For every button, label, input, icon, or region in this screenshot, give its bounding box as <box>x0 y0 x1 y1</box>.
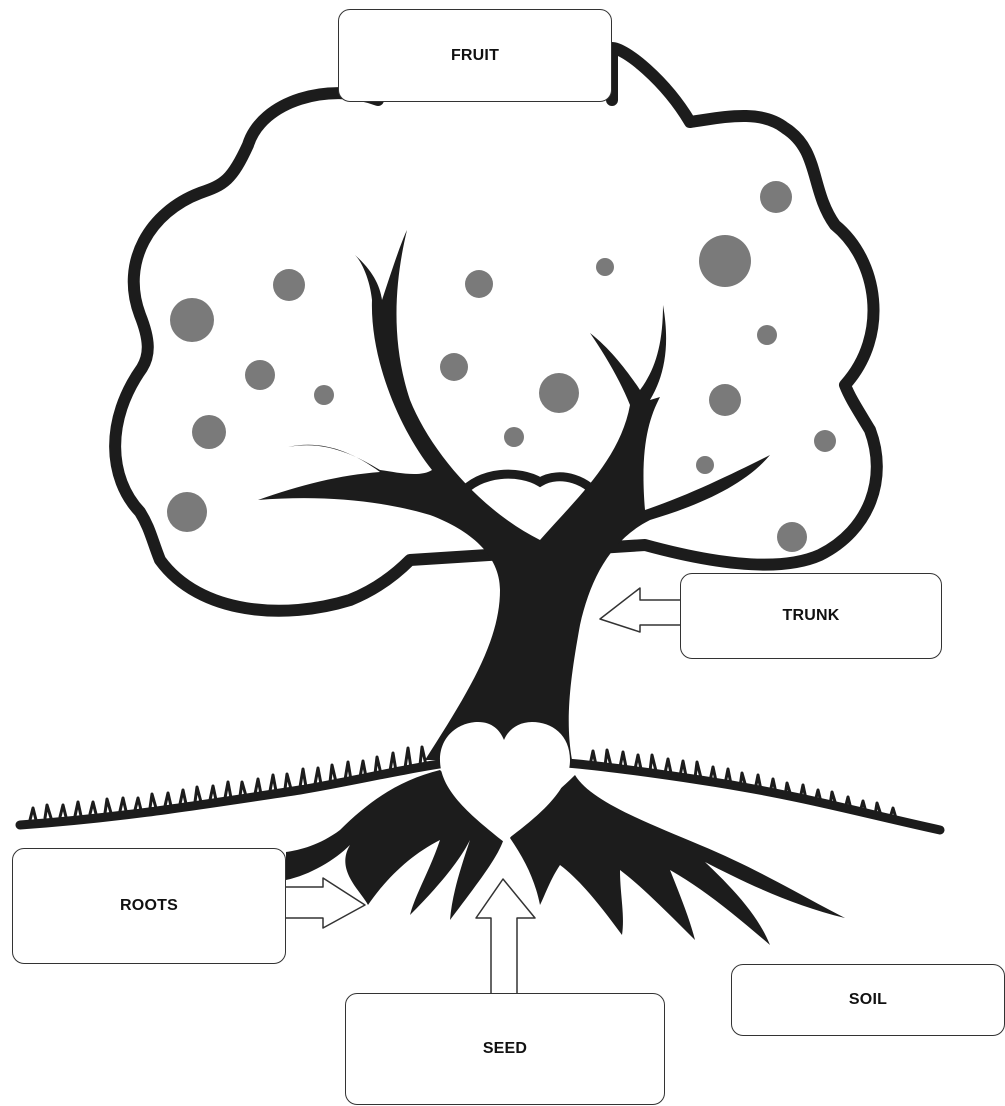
trunk-label: TRUNK <box>782 607 840 624</box>
fruit-dot <box>709 384 741 416</box>
tree-trunk <box>258 230 770 760</box>
heart-seed <box>440 722 570 842</box>
fruit-dot <box>167 492 207 532</box>
fruit-dot <box>596 258 614 276</box>
fruit-dots <box>167 181 836 552</box>
fruit-dot <box>699 235 751 287</box>
fruit-dot <box>314 385 334 405</box>
canopy-inner-hump <box>455 469 605 505</box>
soil-label-box: SOIL <box>731 964 1005 1036</box>
tree-canopy <box>109 42 883 617</box>
roots-label: ROOTS <box>120 897 178 914</box>
fruit-dot <box>170 298 214 342</box>
seed-arrow <box>475 878 536 993</box>
fruit-dot <box>760 181 792 213</box>
fruit-label: FRUIT <box>450 46 500 64</box>
trunk-arrow <box>599 587 680 633</box>
fruit-dot <box>504 427 524 447</box>
roots-right <box>510 775 845 945</box>
soil-label: SOIL <box>848 991 888 1008</box>
seed-label-box: SEED <box>345 993 665 1105</box>
trunk-label-box: TRUNK <box>680 573 942 659</box>
fruit-dot <box>757 325 777 345</box>
fruit-dot <box>440 353 468 381</box>
fruit-label-box: FRUIT <box>338 9 612 102</box>
grass-tufts <box>28 745 898 822</box>
roots-left <box>286 770 505 920</box>
seed-label: SEED <box>482 1040 528 1057</box>
roots-arrow <box>286 877 366 929</box>
fruit-dot <box>777 522 807 552</box>
fruit-dot <box>273 269 305 301</box>
fruit-dot <box>814 430 836 452</box>
fruit-dot <box>245 360 275 390</box>
fruit-dot <box>539 373 579 413</box>
fruit-dot <box>465 270 493 298</box>
fruit-dot <box>192 415 226 449</box>
fruit-dot <box>696 456 714 474</box>
roots-label-box: ROOTS <box>12 848 286 964</box>
